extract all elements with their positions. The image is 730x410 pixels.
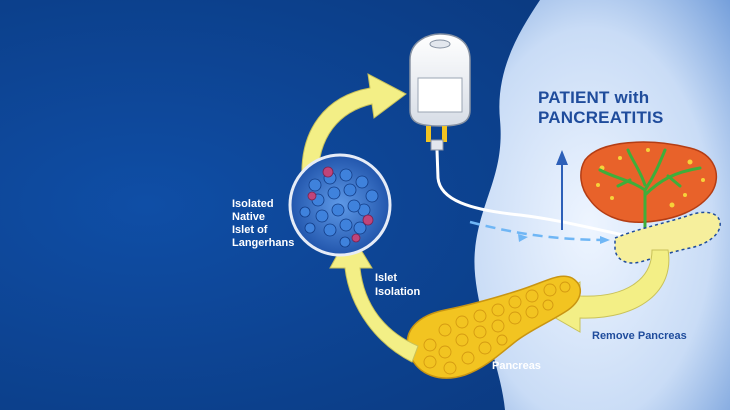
title-line-1: PATIENT with (538, 88, 650, 107)
label-pancreas: Pancreas (492, 360, 541, 372)
label-remove-pancreas: Remove Pancreas (592, 330, 687, 342)
label-islet-isolation-line-1: Islet (375, 272, 398, 284)
label-islet-line-4: Langerhans (232, 237, 295, 249)
title-line-2: PANCREATITIS (538, 108, 664, 127)
infusion-arrowhead-1 (518, 234, 528, 242)
label-islet-line-3: Islet of (232, 224, 268, 236)
patient-pancreas (614, 211, 721, 264)
label-islet-isolation-line-2: Isolation (375, 286, 421, 298)
label-islet-line-2: Native (232, 211, 266, 223)
infusion-flow-arrow (469, 220, 611, 242)
remove-pancreas-arrow (537, 249, 670, 333)
infusion-arrowhead-2 (600, 236, 610, 244)
label-islet-line-1: Isolated (232, 198, 274, 210)
liver-spots (596, 148, 705, 208)
bile-ducts (598, 148, 702, 234)
portal-vein-arrowhead (556, 150, 568, 165)
infusion-bag (409, 33, 471, 151)
islet-micrograph (288, 153, 392, 257)
infusion-line (435, 149, 629, 238)
islet-to-bag-arrow (301, 73, 407, 179)
pancreas-lobules (423, 281, 571, 375)
